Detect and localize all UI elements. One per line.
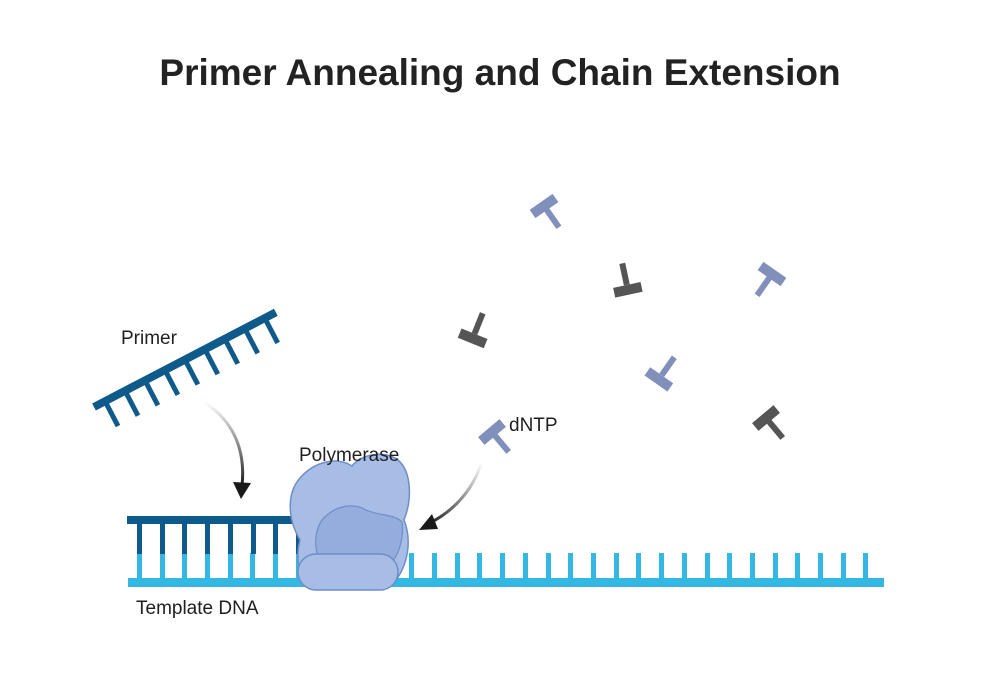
dntp-molecule — [457, 312, 488, 349]
dntp-molecule — [613, 262, 643, 298]
free-primer-base — [163, 370, 181, 397]
annealed-primer-base — [137, 522, 142, 554]
primer-annealing-arrow — [203, 400, 251, 499]
template-base — [205, 553, 210, 579]
template-base — [546, 553, 551, 579]
template-base — [523, 553, 528, 579]
template-base — [182, 553, 187, 579]
annealed-primer-base — [273, 522, 278, 554]
annealed-primer-base — [205, 522, 210, 554]
free-primer-base — [223, 339, 240, 365]
template-base — [727, 553, 732, 579]
template-base — [773, 553, 778, 579]
dntp-molecule — [644, 355, 677, 392]
template-backbone — [128, 578, 884, 587]
free-primer-backbone — [92, 308, 278, 411]
free-primer-base — [143, 381, 161, 407]
dntp-arrow-head — [419, 514, 438, 530]
primer-arrow-head — [233, 482, 251, 499]
template-bases — [137, 553, 868, 579]
dntp-molecule — [478, 419, 512, 454]
dntp-molecules — [457, 193, 787, 454]
primer-arrow-curve — [203, 400, 245, 487]
annealed-primer-base — [228, 522, 233, 554]
free-primer-base — [103, 401, 121, 428]
annealed-primer-base — [182, 522, 187, 554]
template-base — [818, 553, 823, 579]
primer-label: Primer — [121, 328, 178, 349]
dntp-arrow-curve — [427, 461, 484, 526]
template-base — [409, 553, 414, 579]
template-base — [568, 553, 573, 579]
diagram-title: Primer Annealing and Chain Extension — [159, 52, 841, 93]
template-base — [795, 553, 800, 579]
template-base — [228, 553, 233, 579]
template-base — [863, 553, 868, 579]
annealed-primer-base — [251, 522, 256, 554]
template-base — [455, 553, 460, 579]
free-primer-base — [183, 360, 201, 386]
dntp-label: dNTP — [509, 415, 558, 436]
polymerase-inner — [315, 505, 404, 563]
free-primer-base — [263, 318, 280, 345]
template-dna — [128, 553, 884, 587]
dntp-molecule — [529, 193, 562, 230]
template-base — [841, 553, 846, 579]
free-primer-bases — [103, 318, 280, 428]
template-base — [614, 553, 619, 579]
template-base — [750, 553, 755, 579]
dntp-incorporation-arrow — [419, 461, 484, 530]
template-base — [160, 553, 165, 579]
dntp-molecule — [754, 261, 787, 298]
template-base — [659, 553, 664, 579]
template-base — [477, 553, 482, 579]
template-base — [250, 553, 255, 579]
free-primer-base — [203, 349, 221, 376]
polymerase-lower-lobe — [297, 553, 399, 591]
free-primer-base — [123, 391, 141, 417]
annealed-primer-backbone — [127, 516, 334, 524]
dntp-molecule — [752, 405, 786, 440]
template-base — [432, 553, 437, 579]
template-base — [591, 553, 596, 579]
template-base — [273, 553, 278, 579]
free-primer — [92, 308, 280, 428]
template-dna-label: Template DNA — [136, 598, 259, 619]
annealed-primer-base — [160, 522, 165, 554]
template-base — [500, 553, 505, 579]
polymerase — [289, 453, 411, 591]
template-base — [137, 553, 142, 579]
free-primer-base — [243, 329, 260, 355]
template-base — [636, 553, 641, 579]
template-base — [705, 553, 710, 579]
template-base — [682, 553, 687, 579]
polymerase-label: Polymerase — [299, 445, 399, 466]
